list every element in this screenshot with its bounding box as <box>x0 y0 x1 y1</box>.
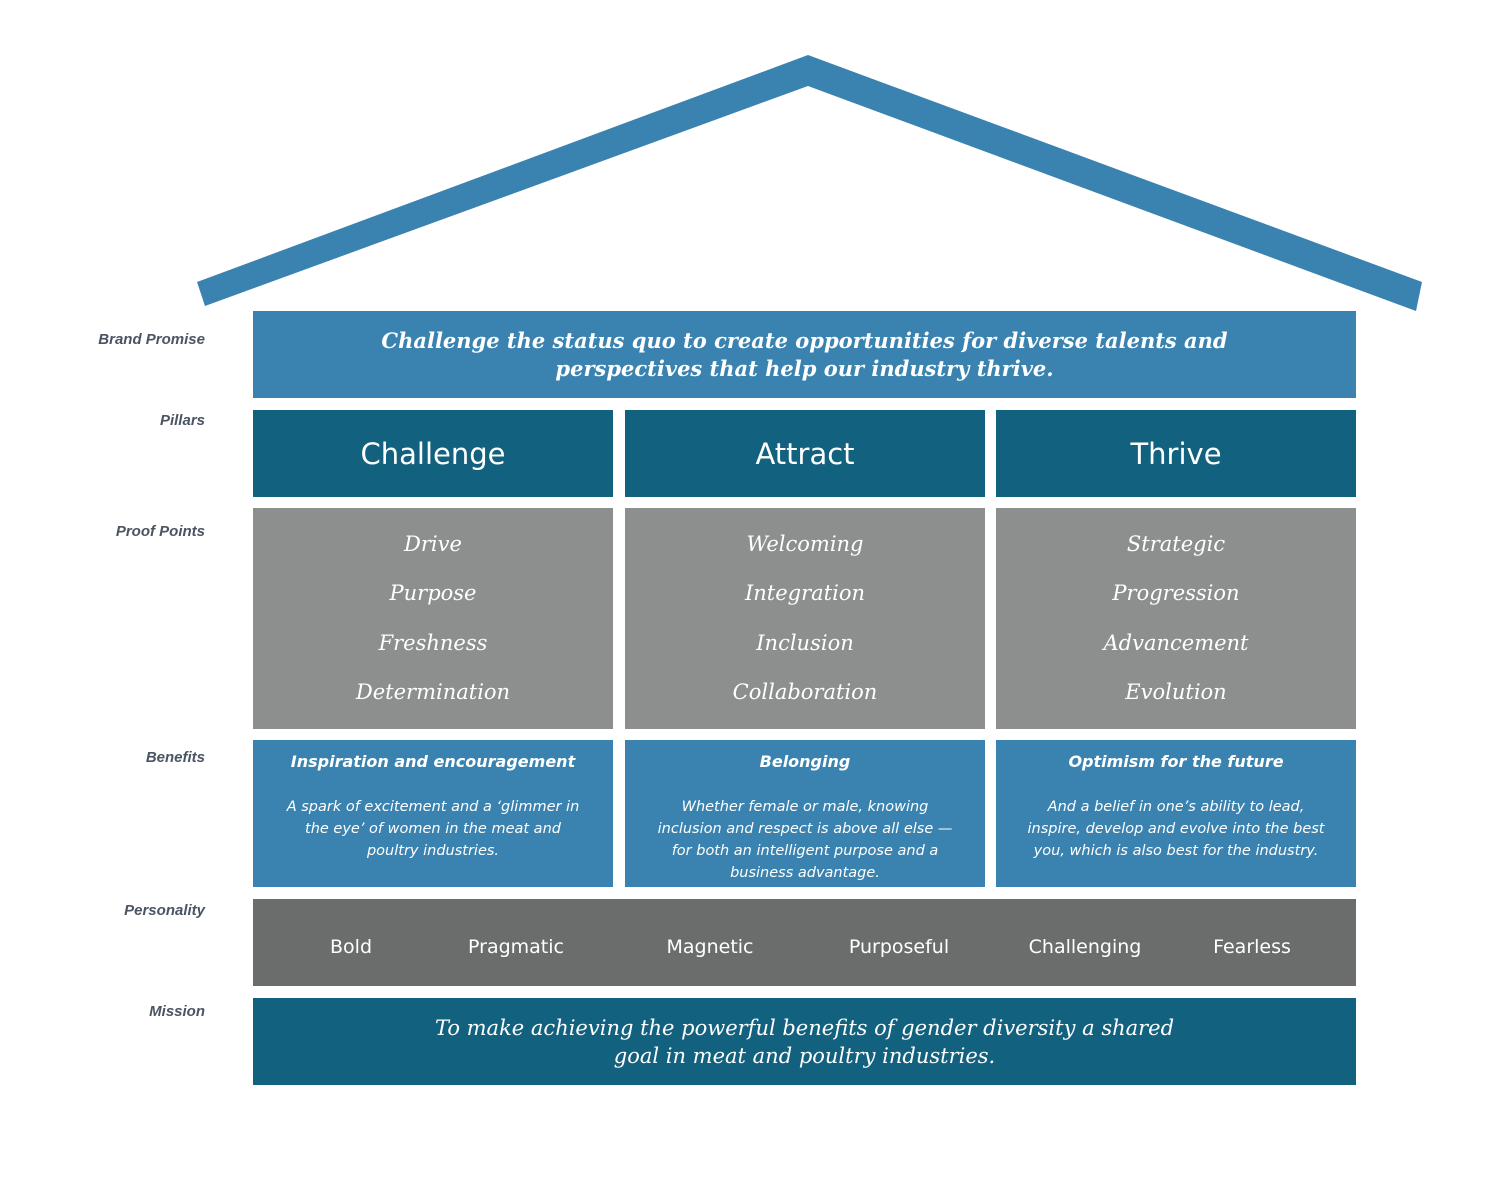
roof-shape <box>197 55 1422 311</box>
personality-trait: Fearless <box>1213 936 1291 958</box>
mission-text: To make achieving the powerful benefits … <box>434 1015 1175 1068</box>
proof-point: Advancement <box>1103 630 1249 655</box>
proof-point: Evolution <box>1125 680 1227 704</box>
proof-point: Progression <box>1112 581 1240 605</box>
proof-point: Welcoming <box>746 531 864 556</box>
benefit-attract: Belonging Whether female or male, knowin… <box>625 740 985 887</box>
benefit-title: Optimism for the future <box>1068 752 1284 771</box>
brand-promise-box: Challenge the status quo to create oppor… <box>253 311 1356 398</box>
personality-bar: Bold Pragmatic Magnetic Purposeful Chall… <box>253 899 1356 986</box>
label-pillars: Pillars <box>159 412 205 429</box>
label-brand-promise: Brand Promise <box>98 331 205 348</box>
label-proof-points: Proof Points <box>115 523 205 540</box>
proof-point: Collaboration <box>732 680 878 704</box>
personality-trait: Pragmatic <box>468 936 564 958</box>
brand-promise-text: Challenge the status quo to create oppor… <box>381 327 1228 381</box>
proof-point: Purpose <box>389 581 477 605</box>
benefit-text: A spark of excitement and a ‘glimmer in … <box>286 799 580 859</box>
benefit-title: Belonging <box>759 752 851 771</box>
personality-trait: Challenging <box>1028 936 1142 958</box>
benefit-title: Inspiration and encouragement <box>290 752 576 771</box>
label-mission: Mission <box>149 1003 205 1020</box>
benefit-thrive: Optimism for the future And a belief in … <box>996 740 1356 887</box>
proof-point: Determination <box>355 680 511 704</box>
proof-points-thrive: Strategic Progression Advancement Evolut… <box>996 508 1356 729</box>
benefit-text: Whether female or male, knowing inclusio… <box>657 799 953 881</box>
proof-point: Strategic <box>1126 531 1226 556</box>
label-benefits: Benefits <box>145 749 205 766</box>
proof-point: Freshness <box>378 630 488 655</box>
pillar-attract: Attract <box>625 410 985 497</box>
proof-point: Integration <box>744 581 865 605</box>
personality-trait: Magnetic <box>666 936 754 958</box>
pillar-challenge: Challenge <box>253 410 613 497</box>
proof-points-attract: Welcoming Integration Inclusion Collabor… <box>625 508 985 729</box>
pillar-thrive: Thrive <box>996 410 1356 497</box>
proof-point: Inclusion <box>756 630 854 655</box>
proof-points-challenge: Drive Purpose Freshness Determination <box>253 508 613 729</box>
personality-trait: Bold <box>330 936 372 958</box>
mission-box: To make achieving the powerful benefits … <box>253 998 1356 1085</box>
personality-trait: Purposeful <box>848 936 950 958</box>
benefit-challenge: Inspiration and encouragement A spark of… <box>253 740 613 887</box>
label-personality: Personality <box>124 902 205 919</box>
benefit-text: And a belief in one’s ability to lead, i… <box>1027 799 1325 859</box>
proof-point: Drive <box>404 531 462 556</box>
